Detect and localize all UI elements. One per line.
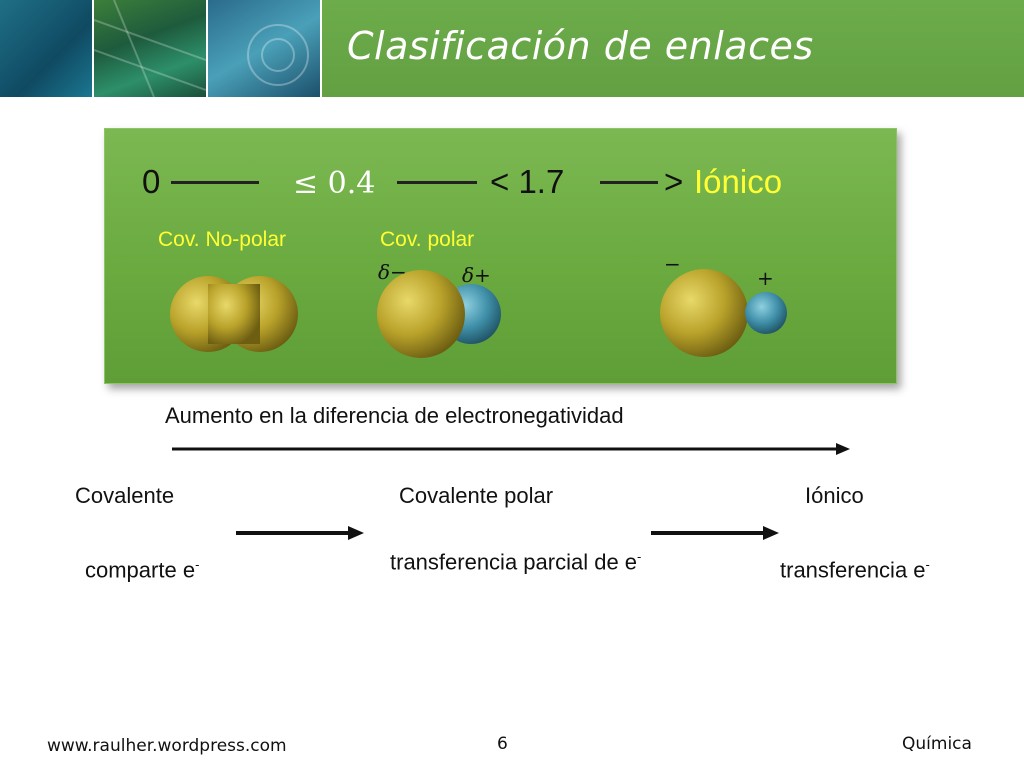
scale-threshold-mid: < 1.7 xyxy=(490,163,565,200)
label-covalent-nonpolar: Cov. No-polar xyxy=(158,228,286,251)
footer-page-number: 6 xyxy=(497,734,508,754)
polar-partial-negative-charge: δ− xyxy=(378,260,407,284)
electronegativity-axis-caption: Aumento en la diferencia de electronegat… xyxy=(165,403,624,428)
header-image-tile-3 xyxy=(208,0,322,97)
ionic-negative-charge: − xyxy=(664,252,681,276)
column-ionic-description: transferencia e- xyxy=(780,557,930,583)
footer-subject: Química xyxy=(902,734,972,754)
ionic-molecule-icon xyxy=(660,269,787,357)
polar-molecule-icon xyxy=(377,270,501,358)
scale-zero: 0 xyxy=(142,163,161,200)
polar-partial-positive-charge: δ+ xyxy=(462,263,491,287)
increase-arrow-icon xyxy=(172,443,850,455)
slide-title: Clasificación de enlaces xyxy=(347,24,814,68)
column-covalent-name: Covalente xyxy=(75,483,175,508)
label-covalent-polar: Cov. polar xyxy=(380,228,475,251)
slide-header: Clasificación de enlaces xyxy=(0,0,1024,97)
scale-dash xyxy=(397,181,477,184)
header-image-tile-2 xyxy=(94,0,208,97)
column-ionic-name: Iónico xyxy=(805,483,864,508)
transition-arrow-icon xyxy=(236,526,364,540)
column-polar-description: transferencia parcial de e- xyxy=(390,549,642,575)
scale-threshold-low: ≤ 0.4 xyxy=(293,166,376,201)
transition-arrow-icon xyxy=(651,526,779,540)
scale-ionic-label: Iónico xyxy=(694,163,783,200)
column-polar-name: Covalente polar xyxy=(399,483,554,508)
header-image-tile-1 xyxy=(0,0,94,97)
scale-greater-than: > xyxy=(664,163,684,200)
ionic-positive-charge: + xyxy=(757,266,774,290)
scale-dash xyxy=(600,181,658,184)
nonpolar-molecule-icon xyxy=(170,276,298,352)
column-covalent-description: comparte e- xyxy=(85,557,200,583)
footer-website: www.raulher.wordpress.com xyxy=(47,736,287,756)
scale-dash xyxy=(171,181,259,184)
